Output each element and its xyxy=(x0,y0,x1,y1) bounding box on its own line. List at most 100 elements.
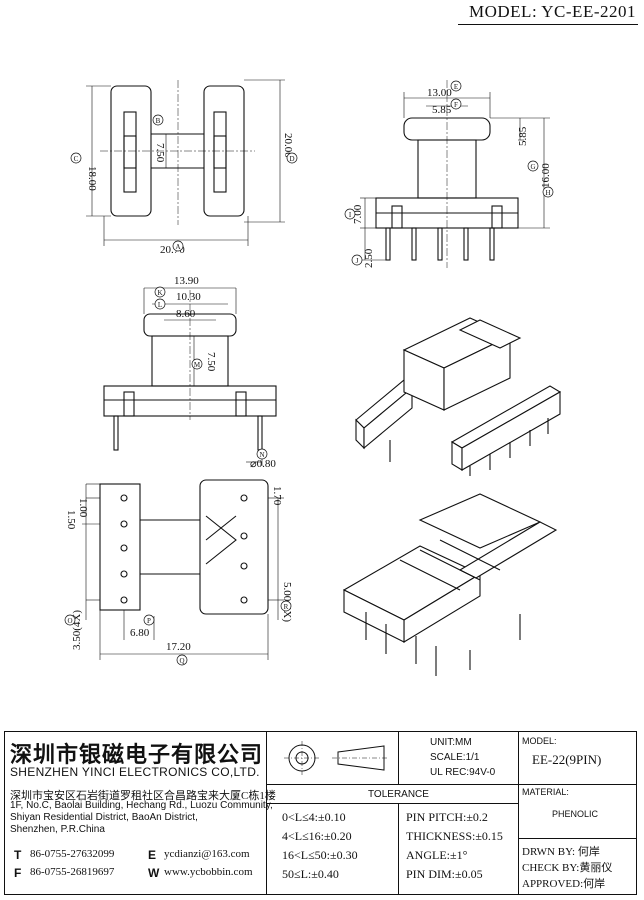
svg-text:A: A xyxy=(175,243,180,251)
svg-text:L: L xyxy=(158,301,162,309)
ul-label: UL REC:94V-0 xyxy=(430,767,496,778)
marker-b: B xyxy=(152,114,164,126)
dim-10-30: 10.30 xyxy=(176,291,201,303)
tolerance-left-2: 4<L≤16:±0.20 xyxy=(282,829,352,843)
front-view-top-right: 13.00 5.85 5.85 16.00 7.00 2.50 xyxy=(352,80,552,268)
title-block xyxy=(4,731,637,895)
marker-d: D xyxy=(286,152,298,164)
fax-number: 86-0755-26819697 xyxy=(30,866,115,878)
projection-symbol-icon xyxy=(284,741,388,775)
scale-label: SCALE:1/1 xyxy=(430,752,480,763)
dimension-markers: A B C D E F G H I J KL M N O P Q R xyxy=(64,80,554,666)
dim-13: 13.00 xyxy=(427,87,452,99)
drawn-by: DRWN BY: 何岸 xyxy=(522,846,600,858)
svg-text:B: B xyxy=(156,117,161,125)
fax-label: F xyxy=(14,866,22,880)
dim-1: 1.00 xyxy=(77,498,89,518)
marker-i: I xyxy=(344,208,356,220)
company-name-cn: 深圳市银磁电子有限公司 xyxy=(10,742,264,767)
email-label: E xyxy=(148,848,157,862)
svg-text:P: P xyxy=(147,617,151,625)
svg-text:G: G xyxy=(530,163,535,171)
dim-7: 7.00 xyxy=(352,204,364,224)
dim-8-60: 8.60 xyxy=(176,308,196,320)
tb-hline-1 xyxy=(266,784,518,785)
dim-1-5: 1.50 xyxy=(65,510,77,530)
dim-7-50-mid: 7.50 xyxy=(205,352,217,372)
tb-divider-4 xyxy=(398,803,399,894)
tb-divider-1 xyxy=(266,732,267,894)
svg-text:I: I xyxy=(349,211,352,219)
svg-text:R: R xyxy=(284,603,289,611)
dim-6-8: 6.80 xyxy=(130,627,150,639)
svg-text:Q: Q xyxy=(179,657,184,665)
dim-13-90: 13.90 xyxy=(174,275,199,287)
material-field-value: PHENOLIC xyxy=(552,809,599,819)
marker-e: E xyxy=(450,80,462,92)
marker-n: N xyxy=(256,448,268,460)
marker-l: L xyxy=(154,298,166,310)
svg-text:O: O xyxy=(67,617,72,625)
unit-label: UNIT:MM xyxy=(430,737,472,748)
material-field-label: MATERIAL: xyxy=(522,787,569,797)
dim-1-7: 1.70 xyxy=(271,486,283,506)
svg-text:M: M xyxy=(194,361,201,369)
front-view-middle-left: 13.90 10.30 8.60 7.50 ⌀0.80 xyxy=(103,275,277,470)
tel-label: T xyxy=(14,848,22,862)
email-address: ycdianzi@163.com xyxy=(164,848,250,860)
marker-f: F xyxy=(450,98,462,110)
svg-text:C: C xyxy=(74,155,79,163)
marker-p: P xyxy=(143,614,155,626)
svg-text:J: J xyxy=(356,257,359,265)
svg-text:H: H xyxy=(545,189,550,197)
marker-q: Q xyxy=(176,654,188,666)
tolerance-right-2: THICKNESS:±0.15 xyxy=(406,829,503,843)
marker-o: O xyxy=(64,614,76,626)
checked-by: CHECK BY:黄丽仪 xyxy=(522,862,613,874)
bottom-view-bottom-left: 1.00 1.50 1.70 3.50(4X) 5.00(3X) 6.80 17… xyxy=(65,479,293,660)
approved-by: APPROVED:何岸 xyxy=(522,878,606,890)
svg-text:F: F xyxy=(454,101,458,109)
technical-drawing: 18.00 20.00 7.50 20.70 xyxy=(64,79,562,676)
marker-c: C xyxy=(70,152,82,164)
side-view-top-left: 18.00 20.00 7.50 20.70 xyxy=(86,79,294,256)
svg-text:D: D xyxy=(289,155,294,163)
tb-hline-3 xyxy=(266,803,518,804)
model-header-underline xyxy=(458,24,638,25)
web-label: W xyxy=(148,866,160,880)
marker-j: J xyxy=(351,254,363,266)
tolerance-title: TOLERANCE xyxy=(368,789,429,800)
dim-20: 20.00 xyxy=(282,133,294,158)
dim-16: 16.00 xyxy=(540,163,552,188)
address-en-2: Shiyan Residential District, BaoAn Distr… xyxy=(10,812,198,823)
model-field-value: EE-22(9PIN) xyxy=(532,752,602,767)
tolerance-right-3: ANGLE:±1° xyxy=(406,848,468,862)
marker-h: H xyxy=(542,186,554,198)
marker-k: K xyxy=(154,286,166,298)
dim-2-5: 2.50 xyxy=(363,248,375,268)
marker-a: A xyxy=(172,240,184,252)
company-name-en: SHENZHEN YINCI ELECTRONICS CO,LTD. xyxy=(10,765,260,779)
tel-number: 86-0755-27632099 xyxy=(30,848,115,860)
web-address: www.ycbobbin.com xyxy=(164,866,253,878)
svg-text:K: K xyxy=(157,289,162,297)
isometric-view-top xyxy=(355,317,562,476)
isometric-view-bottom xyxy=(342,493,558,676)
tolerance-left-4: 50≤L:±0.40 xyxy=(282,867,339,881)
dim-7-50: 7.50 xyxy=(154,143,166,163)
address-en-1: 1F, No.C, Baolai Building, Hechang Rd., … xyxy=(10,800,273,811)
tolerance-right-4: PIN DIM:±0.05 xyxy=(406,867,483,881)
svg-text:N: N xyxy=(259,451,264,459)
tb-hline-2 xyxy=(518,784,637,785)
model-field-label: MODEL: xyxy=(522,736,557,746)
tolerance-left-3: 16<L≤50:±0.30 xyxy=(282,848,358,862)
tb-divider-2 xyxy=(398,732,399,784)
marker-r: R xyxy=(280,600,292,612)
address-en-3: Shenzhen, P.R.China xyxy=(10,824,105,835)
dim-18: 18.00 xyxy=(86,166,98,191)
dim-pin-dia: ⌀0.80 xyxy=(250,458,276,470)
dim-5-85-top: 5.85 xyxy=(432,104,452,116)
tolerance-left-1: 0<L≤4:±0.10 xyxy=(282,810,346,824)
marker-g: G xyxy=(527,160,539,172)
